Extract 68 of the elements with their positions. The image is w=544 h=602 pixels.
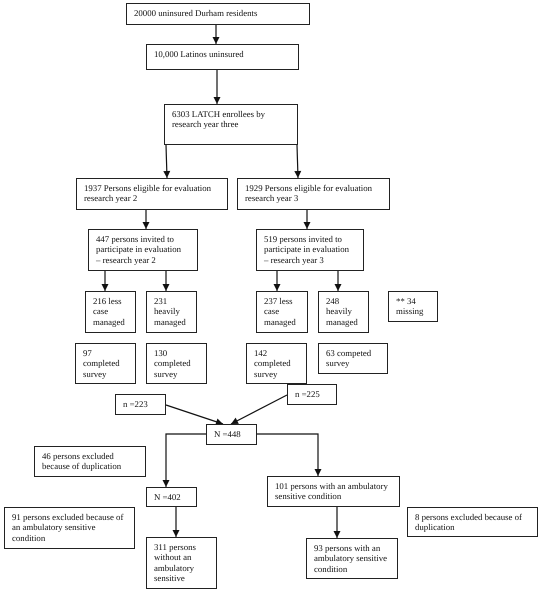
flow-box: [146, 291, 197, 333]
flow-text: 101 persons with an ambulatory sensitive condition: [275, 481, 389, 502]
flow-text: N =402: [154, 492, 181, 502]
arrow: [230, 394, 288, 425]
arrow: [163, 144, 170, 178]
flow-box: [34, 446, 146, 477]
flow-box: [388, 291, 438, 322]
flow-box: [407, 507, 538, 537]
flow-text: ** 34 missing: [396, 296, 424, 317]
flow-box: [75, 343, 136, 384]
arrow: [142, 210, 150, 229]
flow-text: 91 persons excluded because of an ambulatory sensitive condition: [12, 512, 124, 544]
flow-text: 216 less case managed: [93, 296, 126, 328]
arrow: [334, 507, 340, 538]
flow-box: [206, 424, 257, 445]
flow-text: 93 persons with an ambulatory sensitive condition: [314, 543, 388, 574]
flow-box: [115, 394, 166, 415]
flow-text: 10,000 Latinos uninsured: [154, 49, 244, 60]
flow-box: [4, 507, 135, 549]
arrow: [274, 271, 280, 291]
flow-text: 311 persons without an ambulatory sensitive: [154, 542, 197, 584]
arrow: [334, 271, 342, 291]
arrow: [162, 271, 170, 291]
flow-box: [76, 178, 228, 210]
flow-box: [146, 343, 207, 384]
flow-text: 63 competed survey: [326, 348, 372, 369]
arrow: [102, 271, 108, 291]
arrow: [214, 70, 220, 104]
flow-text: 142 completed survey: [254, 348, 292, 380]
arrow: [166, 404, 224, 426]
flow-box: [246, 343, 307, 384]
flow-box: [126, 3, 310, 25]
arrow: [162, 433, 206, 487]
flow-text: n =225: [295, 389, 320, 400]
arrow: [172, 507, 180, 537]
flow-box: [146, 487, 197, 507]
flow-text: 97 completed survey: [83, 348, 121, 380]
arrow: [257, 433, 322, 476]
flow-box: [85, 291, 136, 333]
flow-text: 248 heavily managed: [326, 296, 359, 328]
flow-text: 8 persons excluded because of duplication: [415, 512, 523, 533]
flow-box: [256, 291, 308, 333]
flow-box: [256, 229, 364, 271]
flow-text: 20000 uninsured Durham residents: [134, 8, 258, 18]
flow-text: 519 persons invited to participate in evaluation – research year 3: [264, 234, 350, 266]
flow-box: [318, 291, 369, 333]
flow-text: 130 completed survey: [154, 348, 192, 380]
flow-text: 46 persons excluded because of duplication: [42, 451, 122, 472]
flow-text: 237 less case managed: [264, 296, 297, 328]
flow-box: [318, 343, 388, 374]
flow-box: [146, 44, 299, 70]
flow-box: [267, 476, 400, 507]
flow-text: 1929 Persons eligible for evaluation research year 3: [245, 183, 374, 204]
flow-box: [88, 229, 198, 271]
arrow: [294, 144, 302, 178]
flow-text: n =223: [123, 399, 148, 410]
flow-box: [306, 538, 398, 579]
arrow: [304, 210, 310, 229]
flow-box: [146, 537, 217, 589]
flow-text: 6303 LATCH enrollees by research year three: [172, 109, 266, 130]
arrow: [212, 25, 220, 44]
flow-text: 1937 Persons eligible for evaluation research year 2: [84, 183, 212, 204]
flow-box: [287, 384, 337, 405]
flow-text: 447 persons invited to participate in evaluation – research year 2: [96, 234, 182, 266]
flow-box: [237, 178, 390, 210]
flow-text: N =448: [214, 429, 241, 440]
flow-box: [164, 104, 298, 145]
flow-text: 231 heavily managed: [154, 296, 187, 328]
